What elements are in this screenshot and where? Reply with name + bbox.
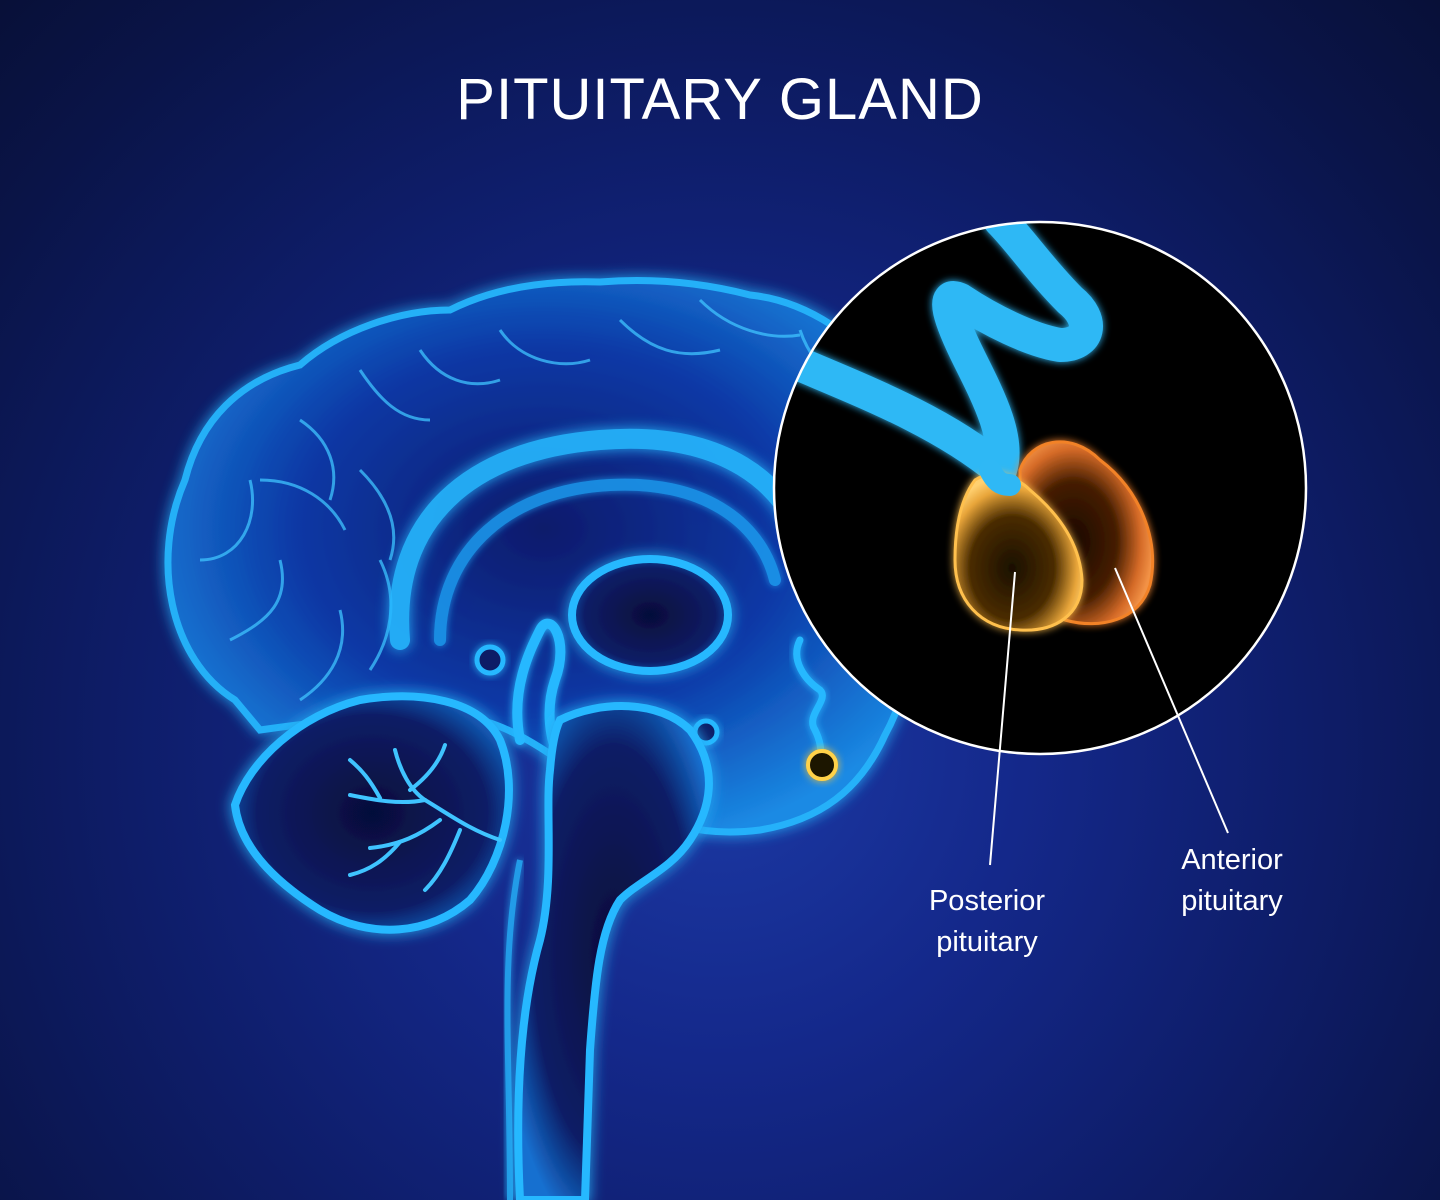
posterior-pituitary-lobe: [953, 473, 1084, 632]
posterior-label-line2: pituitary: [936, 926, 1038, 958]
cerebrum-sulci: [199, 298, 861, 702]
arbor-vitae: [348, 743, 502, 892]
anterior-label-line2: pituitary: [1181, 885, 1283, 917]
infundibulum-zoomed: [774, 222, 1103, 487]
posterior-label-line1: Posterior: [928, 885, 1046, 917]
cerebellum: [230, 692, 513, 934]
anterior-leader-line: [1114, 567, 1229, 834]
brainstem: [514, 702, 713, 1200]
posterior-pituitary-label: Posterior pituitary: [867, 881, 1107, 963]
magnifier-border: [772, 220, 1308, 756]
pituitary-marker: [806, 749, 838, 781]
magnifier: [774, 222, 1306, 754]
posterior-leader-line: [989, 571, 1016, 866]
thalamus: [568, 555, 732, 675]
anterior-label-line1: Anterior: [1181, 844, 1283, 876]
anterior-pituitary-label: Anterior pituitary: [1112, 840, 1352, 922]
diagram-title: PITUITARY GLAND: [456, 67, 984, 132]
